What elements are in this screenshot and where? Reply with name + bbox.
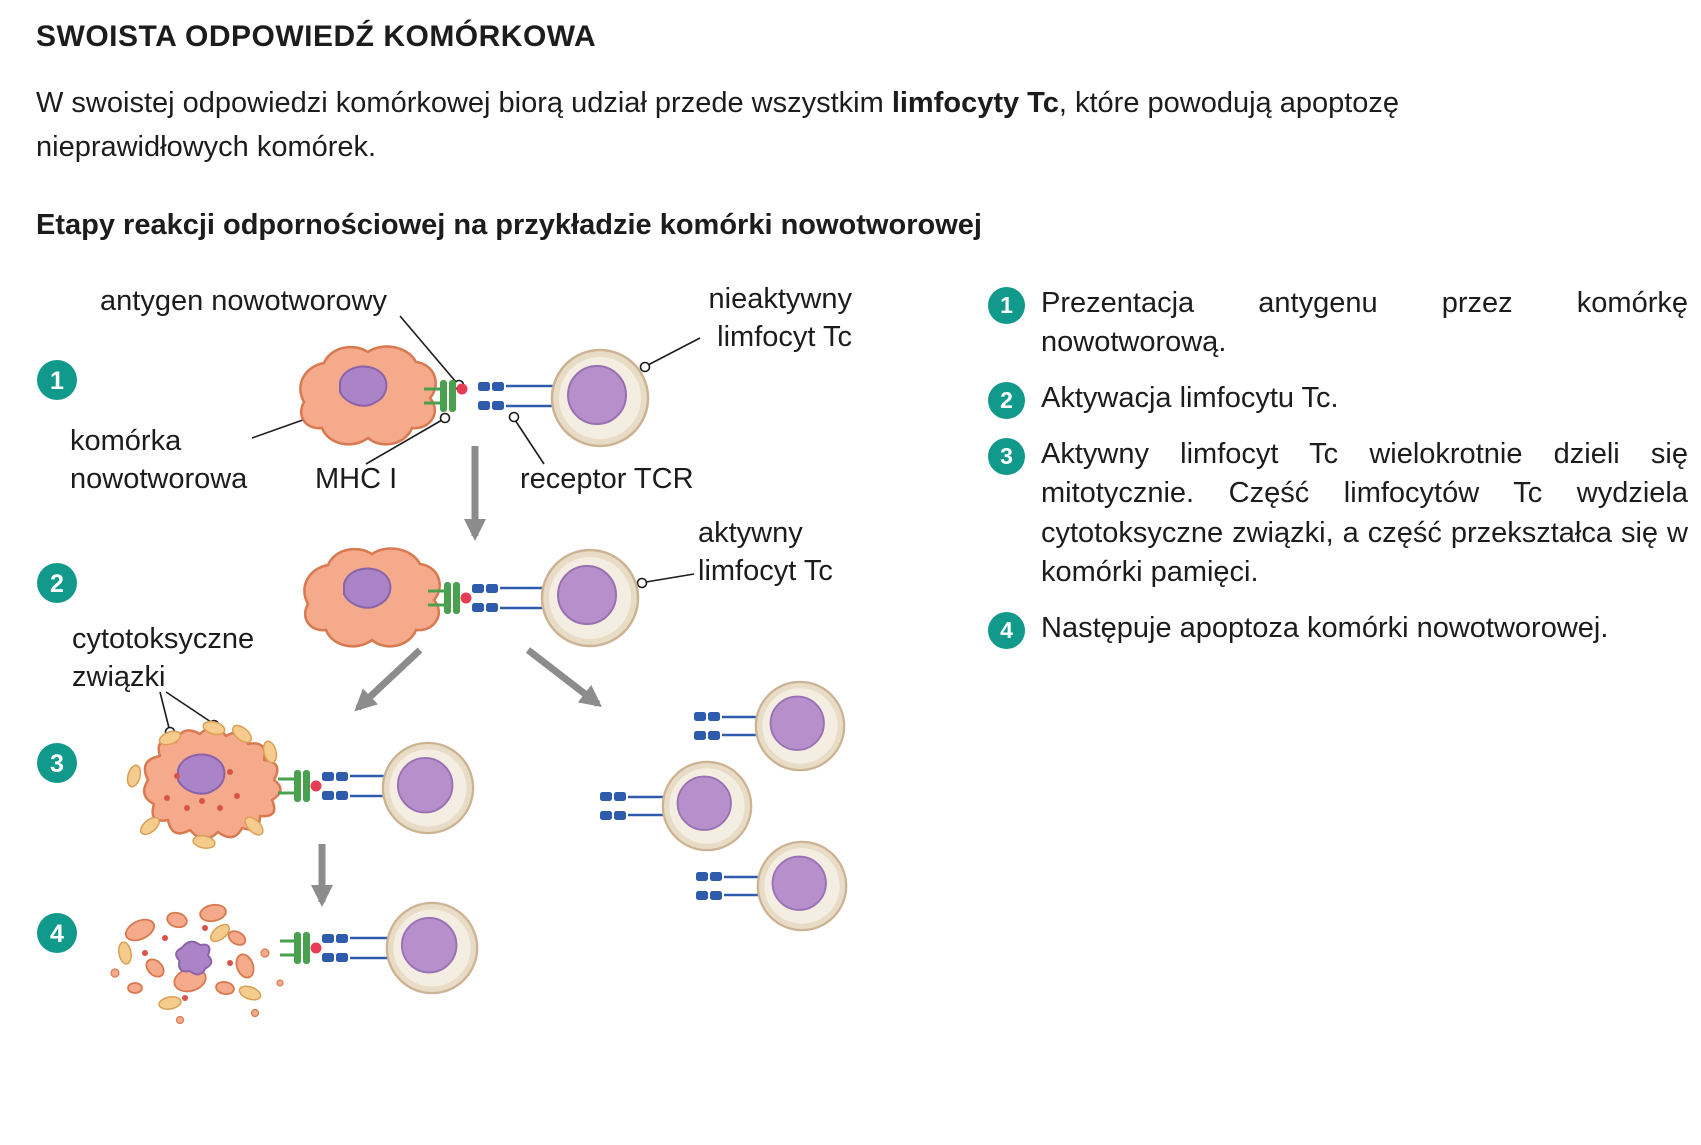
tcr-receptor	[478, 382, 553, 410]
label-inactive-lymphocyte-2: limfocyt Tc	[717, 321, 852, 353]
memory-lymphocyte-1	[694, 680, 846, 772]
active-lymphocyte	[540, 548, 640, 648]
immune-response-diagram: 1 2 3 4 antygen nowotworowy nieaktywny l…	[37, 283, 853, 1025]
step-item-3: 3 Aktywny limfocyt Tc wielokrotnie dziel…	[988, 435, 1688, 593]
step-number-badge-1: 1	[988, 287, 1025, 324]
label-inactive-lymphocyte-1: nieaktywny	[709, 283, 853, 315]
label-tumor-cell-1: komórka	[70, 425, 182, 457]
mhc-complex	[428, 582, 460, 614]
step-item-2: 2 Aktywacja limfocytu Tc.	[988, 379, 1688, 419]
intro-paragraph: W swoistej odpowiedzi komórkowej biorą u…	[36, 82, 1606, 169]
svg-text:4: 4	[50, 920, 64, 948]
step-item-1: 1 Prezentacja antygenu przez komórkę now…	[988, 284, 1688, 363]
step-text-4: Następuje apoptoza komórki nowotworowej.	[1041, 611, 1609, 644]
memory-lymphocyte-2	[600, 760, 753, 852]
svg-text:3: 3	[50, 750, 64, 778]
diagram-area: 1 2 3 4 antygen nowotworowy nieaktywny l…	[0, 258, 960, 1140]
intro-text-2: , które powodują apoptozę nieprawidłowyc…	[36, 87, 1400, 163]
svg-text:2: 2	[50, 570, 64, 598]
memory-lymphocyte-3	[696, 840, 848, 932]
stage-1-presentation	[300, 347, 650, 448]
inactive-lymphocyte	[550, 348, 650, 448]
diagram-step-badge-3: 3	[37, 743, 77, 783]
mhc-complex	[280, 932, 310, 964]
label-active-lymphocyte-2: limfocyt Tc	[698, 555, 833, 587]
diagram-step-badge-1: 1	[37, 360, 77, 400]
attacked-tumor-cell	[142, 726, 282, 840]
step-number-badge-4: 4	[988, 611, 1025, 649]
diagram-step-badge-4: 4	[37, 913, 77, 953]
antigen-dot	[310, 942, 322, 954]
tcr-receptor	[322, 772, 384, 800]
step-text-1: Prezentacja antygenu przez komórkę nowot…	[1041, 287, 1688, 359]
apoptotic-tumor-fragments	[110, 903, 284, 1025]
header: SWOISTA ODPOWIEDŹ KOMÓRKOWA W swoistej o…	[36, 20, 1666, 242]
intro-text-1: W swoistej odpowiedzi komórkowej biorą u…	[36, 87, 892, 119]
stage-4-apoptosis	[110, 901, 479, 1025]
intro-bold-term: limfocyty Tc	[891, 87, 1059, 119]
stage-2-activation	[304, 548, 640, 648]
steps-list: 1 Prezentacja antygenu przez komórkę now…	[988, 284, 1688, 665]
label-cytotoxic-1: cytotoksyczne	[72, 623, 254, 655]
label-tcr: receptor TCR	[520, 463, 694, 495]
tcr-receptor	[472, 584, 543, 612]
tumor-cell	[304, 549, 439, 647]
mhc-complex	[424, 380, 456, 412]
label-tumor-antigen: antygen nowotworowy	[100, 285, 387, 317]
tumor-cell	[300, 347, 435, 445]
step-text-3: Aktywny limfocyt Tc wielokrotnie dzieli …	[1041, 437, 1688, 589]
cytotoxic-lymphocyte	[385, 901, 479, 995]
diagram-step-badge-2: 2	[37, 563, 77, 603]
antigen-dot	[310, 780, 322, 792]
step-text-2: Aktywacja limfocytu Tc.	[1041, 381, 1339, 414]
step-number-badge-2: 2	[988, 381, 1025, 419]
section-subtitle: Etapy reakcji odpornościowej na przykład…	[36, 209, 982, 241]
antigen-dot	[460, 592, 472, 604]
label-mhc: MHC I	[315, 463, 397, 495]
arrow-stage2-to-stage3	[354, 647, 423, 712]
label-active-lymphocyte-1: aktywny	[698, 517, 803, 549]
label-tumor-cell-2: nowotworowa	[70, 463, 248, 495]
cytotoxic-lymphocyte	[381, 741, 475, 835]
stage-3-attack	[124, 680, 848, 932]
mhc-complex	[278, 770, 310, 802]
label-cytotoxic-2: związki	[72, 661, 165, 693]
svg-text:1: 1	[50, 367, 64, 395]
arrow-stage2-to-memory	[525, 647, 602, 708]
antigen-dot	[456, 383, 468, 395]
tcr-receptor	[322, 934, 388, 962]
page-title: SWOISTA ODPOWIEDŹ KOMÓRKOWA	[36, 20, 597, 53]
step-item-4: 4 Następuje apoptoza komórki nowotworowe…	[988, 609, 1688, 649]
step-number-badge-3: 3	[988, 437, 1025, 475]
